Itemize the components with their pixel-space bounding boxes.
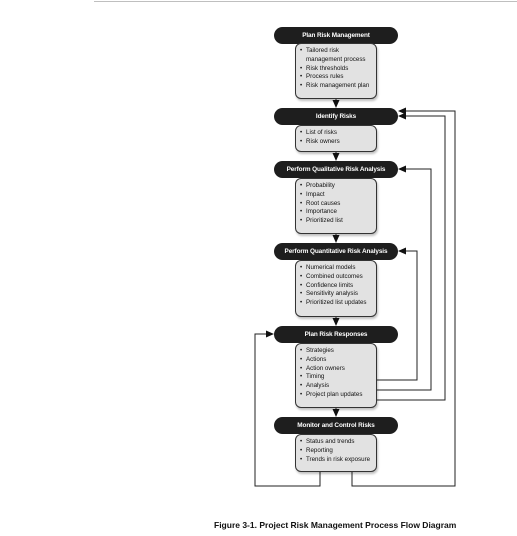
step-box-monitor-control: Status and trends Reporting Trends in ri… xyxy=(295,434,377,472)
list-item: Risk owners xyxy=(300,138,374,147)
list-item: Risk management plan xyxy=(300,82,374,91)
step-header-plan-risk-management: Plan Risk Management xyxy=(274,27,398,44)
list-item: Probability xyxy=(300,182,374,191)
list-item: Numerical models xyxy=(300,264,374,273)
list-item: Importance xyxy=(300,208,374,217)
list-item: Action owners xyxy=(300,365,374,374)
step-header-quantitative-analysis: Perform Quantitative Risk Analysis xyxy=(274,243,398,260)
step-box-quantitative-analysis: Numerical models Combined outcomes Confi… xyxy=(295,260,377,317)
list-item: Trends in risk exposure xyxy=(300,456,374,465)
feedback-to-qualitative xyxy=(377,165,432,391)
list-item: Reporting xyxy=(300,447,374,456)
list-item: Strategies xyxy=(300,347,374,356)
list-item: Prioritized list xyxy=(300,217,374,226)
step-header-plan-risk-responses: Plan Risk Responses xyxy=(274,326,398,343)
list-item: Confidence limits xyxy=(300,282,374,291)
top-rule xyxy=(94,1,517,2)
step-box-plan-risk-management: Tailored risk management process Risk th… xyxy=(295,43,377,99)
list-item: Status and trends xyxy=(300,438,374,447)
list-item: Risk thresholds xyxy=(300,65,374,74)
list-item: Prioritized list updates xyxy=(300,299,374,308)
list-item: Timing xyxy=(300,373,374,382)
list-item: Impact xyxy=(300,191,374,200)
list-item: Sensitivity analysis xyxy=(300,290,374,299)
list-item: Root causes xyxy=(300,200,374,209)
feedback-to-identify-from-monitor xyxy=(351,107,456,487)
list-item: Analysis xyxy=(300,382,374,391)
list-item: Tailored risk management process xyxy=(300,47,374,65)
step-box-identify-risks: List of risks Risk owners xyxy=(295,125,377,152)
list-item: Project plan updates xyxy=(300,391,374,400)
figure-caption: Figure 3-1. Project Risk Management Proc… xyxy=(214,520,457,530)
feedback-to-responses-from-monitor xyxy=(254,330,321,487)
step-header-monitor-control: Monitor and Control Risks xyxy=(274,417,398,434)
list-item: Combined outcomes xyxy=(300,273,374,282)
list-item: Process rules xyxy=(300,73,374,82)
list-item: Actions xyxy=(300,356,374,365)
feedback-to-quantitative xyxy=(377,247,418,381)
step-header-identify-risks: Identify Risks xyxy=(274,108,398,125)
step-box-qualitative-analysis: Probability Impact Root causes Importanc… xyxy=(295,178,377,234)
list-item: List of risks xyxy=(300,129,374,138)
feedback-to-identify-from-responses xyxy=(377,112,446,401)
step-box-plan-risk-responses: Strategies Actions Action owners Timing … xyxy=(295,343,377,408)
step-header-qualitative-analysis: Perform Qualitative Risk Analysis xyxy=(274,161,398,178)
